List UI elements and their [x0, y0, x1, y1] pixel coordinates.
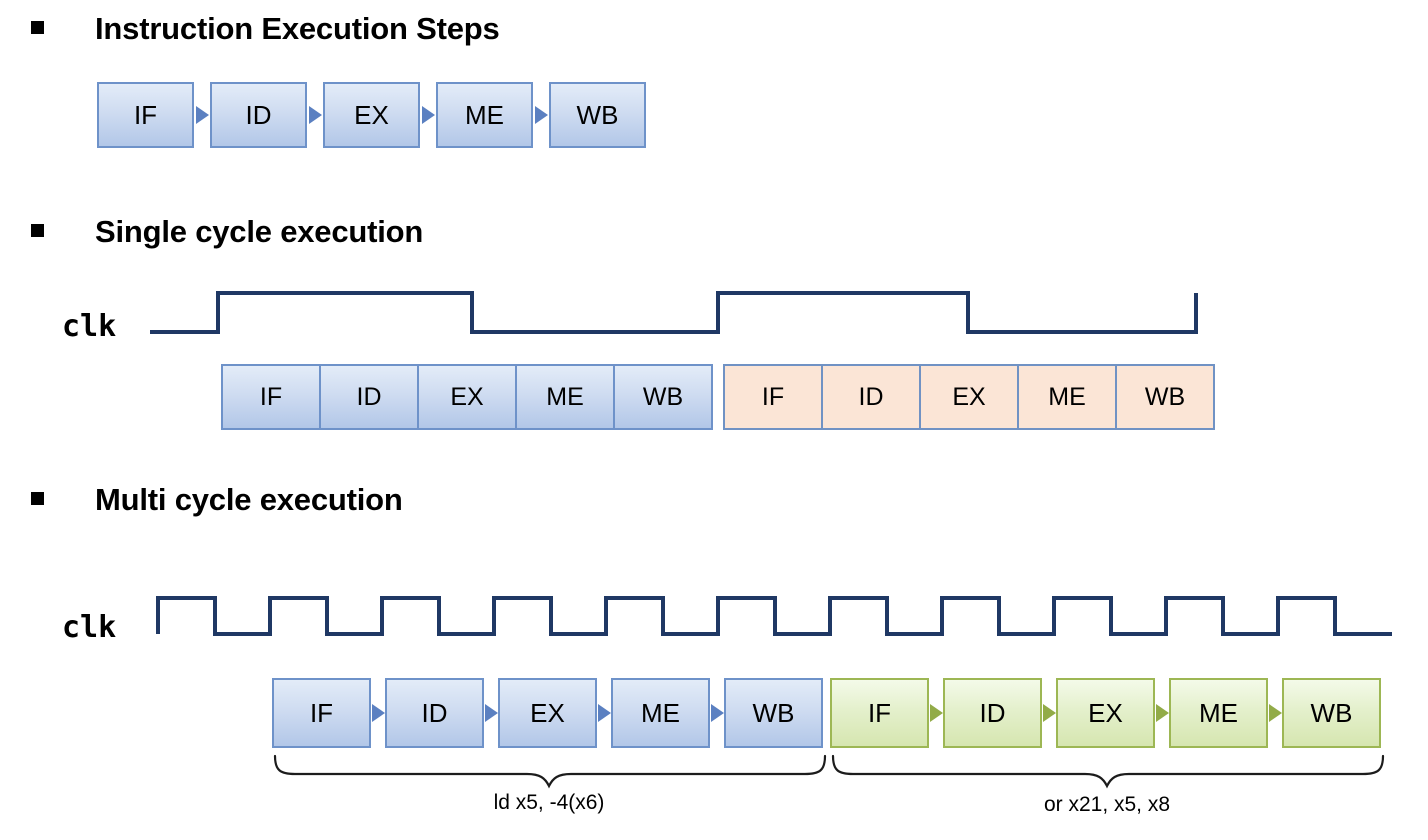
bullet-square — [31, 224, 44, 237]
stage-box-id: ID — [821, 364, 921, 430]
stage-box-me: ME — [515, 364, 615, 430]
stage-box-id: ID — [319, 364, 419, 430]
instr2-caption: or x21, x5, x8 — [1043, 793, 1171, 816]
stage-label: ID — [245, 99, 272, 130]
instr1-underbrace — [273, 754, 827, 789]
stage-label: ID — [356, 382, 382, 411]
stage-box-wb: WB — [613, 364, 713, 430]
section-title-single: Single cycle execution — [95, 214, 424, 249]
stage-box-ex: EX — [919, 364, 1019, 430]
stage-box-if: IF — [723, 364, 823, 430]
stage-label: ME — [465, 99, 504, 130]
stage-box-id: ID — [943, 678, 1042, 748]
section-title-multi: Multi cycle execution — [95, 482, 403, 517]
stage-label: ID — [421, 697, 448, 728]
stage-arrow — [484, 704, 498, 722]
stage-arrow — [420, 106, 436, 124]
bullet-square — [31, 21, 44, 34]
stage-box-ex: EX — [498, 678, 597, 748]
stage-arrow — [597, 704, 611, 722]
arrow-right-icon — [710, 704, 724, 722]
stage-arrow — [1155, 704, 1169, 722]
section-title-steps: Instruction Execution Steps — [95, 11, 500, 46]
arrow-right-icon — [308, 106, 322, 124]
stage-label: ME — [546, 382, 584, 411]
stage-arrow — [929, 704, 943, 722]
arrow-right-icon — [929, 704, 943, 722]
clk-label-single: clk — [62, 309, 117, 344]
instr2-underbrace — [831, 754, 1385, 789]
stage-box-ex: EX — [323, 82, 420, 148]
stage-box-id: ID — [385, 678, 484, 748]
stage-box-if: IF — [221, 364, 321, 430]
stage-label: WB — [1310, 697, 1353, 728]
single-cycle-instr1-row: IF ID EX ME WB — [221, 364, 713, 430]
stage-label: IF — [761, 382, 785, 411]
stage-label: IF — [259, 382, 283, 411]
stage-label: IF — [309, 697, 334, 728]
stage-label: EX — [1088, 697, 1123, 728]
multi-cycle-clock-waveform — [156, 596, 1392, 636]
stage-label: WB — [642, 382, 684, 411]
stage-label: ME — [641, 697, 680, 728]
single-cycle-instr2-row: IF ID EX ME WB — [723, 364, 1215, 430]
stage-label: EX — [354, 99, 389, 130]
stage-box-me: ME — [1017, 364, 1117, 430]
stage-box-wb: WB — [1282, 678, 1381, 748]
arrow-right-icon — [1268, 704, 1282, 722]
stage-box-id: ID — [210, 82, 307, 148]
stage-box-me: ME — [611, 678, 710, 748]
arrow-right-icon — [421, 106, 435, 124]
stage-arrow — [710, 704, 724, 722]
stage-box-if: IF — [97, 82, 194, 148]
stage-box-me: ME — [1169, 678, 1268, 748]
stage-arrow — [307, 106, 323, 124]
stage-arrow — [371, 704, 385, 722]
stage-label: IF — [867, 697, 892, 728]
stage-arrow — [533, 106, 549, 124]
arrow-right-icon — [195, 106, 209, 124]
stage-box-wb: WB — [549, 82, 646, 148]
stage-label: WB — [576, 99, 619, 130]
pipeline-stages-row: IF ID EX ME WB — [97, 82, 646, 148]
stage-box-wb: WB — [1115, 364, 1215, 430]
multi-cycle-instr1-row: IF ID EX ME WB — [272, 678, 823, 748]
stage-label: ME — [1199, 697, 1238, 728]
arrow-right-icon — [597, 704, 611, 722]
stage-label: EX — [530, 697, 565, 728]
stage-box-if: IF — [272, 678, 371, 748]
bullet-square — [31, 492, 44, 505]
stage-arrow — [194, 106, 210, 124]
stage-arrow — [1042, 704, 1056, 722]
stage-box-me: ME — [436, 82, 533, 148]
stage-label: EX — [450, 382, 484, 411]
stage-box-wb: WB — [724, 678, 823, 748]
stage-label: ID — [979, 697, 1006, 728]
multi-cycle-instr2-row: IF ID EX ME WB — [830, 678, 1381, 748]
instr1-caption: ld x5, -4(x6) — [493, 791, 605, 814]
stage-box-ex: EX — [417, 364, 517, 430]
arrow-right-icon — [484, 704, 498, 722]
stage-box-ex: EX — [1056, 678, 1155, 748]
stage-label: WB — [1144, 382, 1186, 411]
stage-label: IF — [133, 99, 158, 130]
arrow-right-icon — [371, 704, 385, 722]
stage-label: ID — [858, 382, 884, 411]
stage-arrow — [1268, 704, 1282, 722]
stage-box-if: IF — [830, 678, 929, 748]
arrow-right-icon — [534, 106, 548, 124]
stage-label: ME — [1048, 382, 1086, 411]
arrow-right-icon — [1155, 704, 1169, 722]
stage-label: EX — [952, 382, 986, 411]
stage-label: WB — [752, 697, 795, 728]
clk-label-multi: clk — [62, 610, 117, 645]
single-cycle-clock-waveform — [150, 291, 1198, 334]
arrow-right-icon — [1042, 704, 1056, 722]
